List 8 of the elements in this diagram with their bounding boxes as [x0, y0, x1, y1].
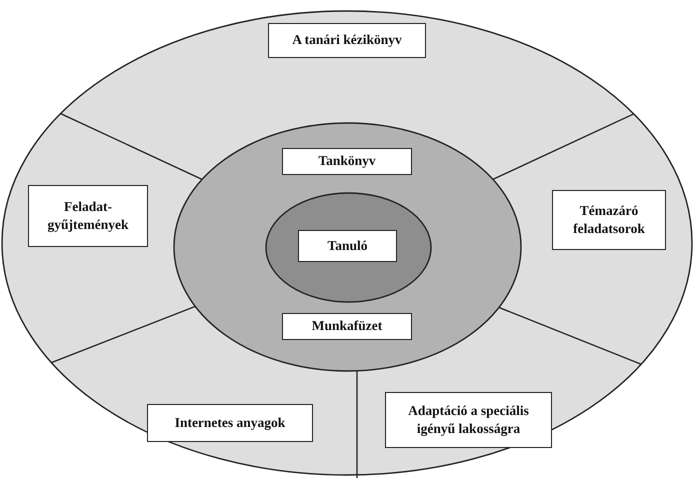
label-box: Témazáró feladatsorok	[552, 190, 666, 250]
label-box: Munkafüzet	[282, 313, 412, 340]
label-box: A tanári kézikönyv	[268, 23, 426, 58]
label-box: Adaptáció a speciális igényű lakosságra	[385, 392, 552, 448]
label-box: Tankönyv	[282, 148, 412, 175]
label-box: Internetes anyagok	[147, 404, 313, 442]
label-box: Tanuló	[298, 230, 397, 262]
label-box: Feladat-gyűjtemények	[28, 185, 148, 247]
